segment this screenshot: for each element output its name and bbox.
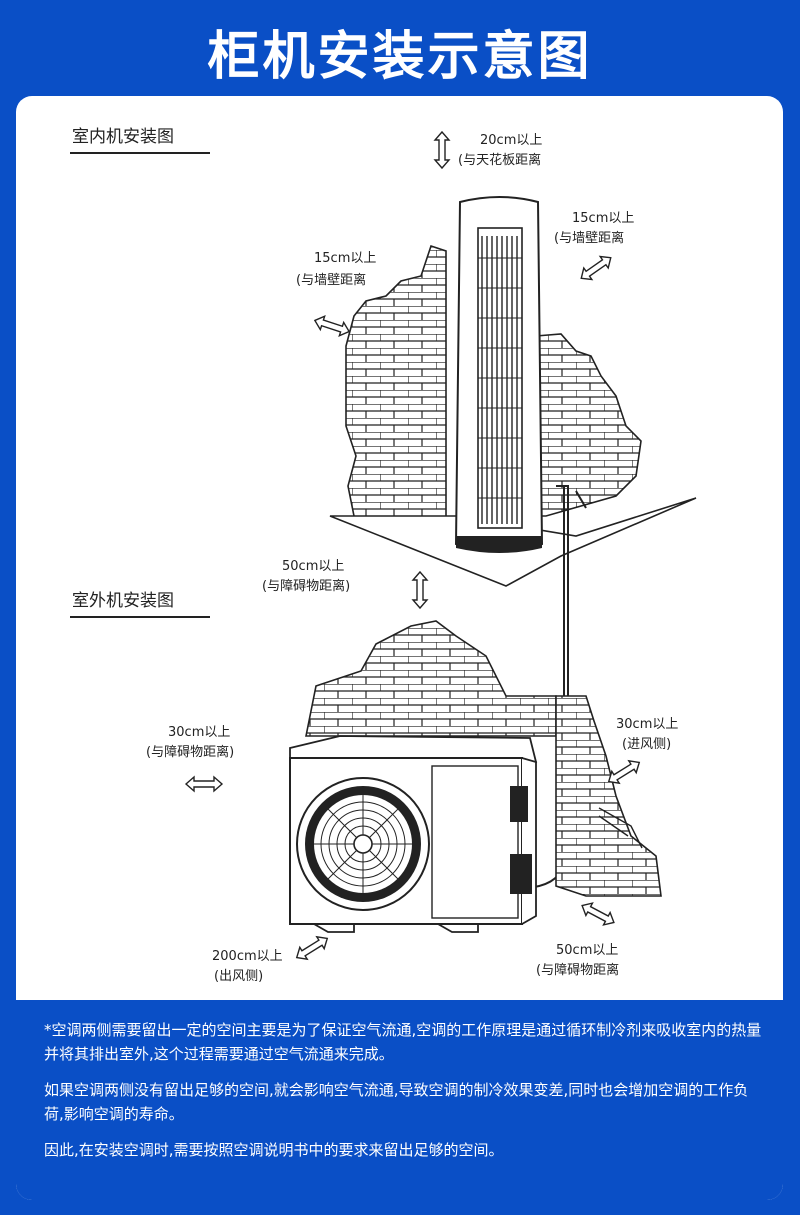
page-title: 柜机安装示意图 [207, 27, 593, 87]
outlet-arrow [292, 931, 332, 965]
ceiling-label: 20cm以上 (与天花板距离 [458, 133, 542, 168]
svg-text:200cm以上: 200cm以上 [212, 949, 283, 964]
svg-text:(出风侧): (出风侧) [214, 969, 263, 984]
indoor-left-wall [345, 244, 447, 537]
svg-text:(与障碍物距离): (与障碍物距离) [146, 744, 234, 760]
note-paragraph-2: 如果空调两侧没有留出足够的空间,就会影响空气流通,导致空调的制冷效果变差,同时也… [44, 1081, 749, 1123]
wall-right-label: 15cm以上 (与墙壁距离 [554, 211, 634, 246]
svg-text:50cm以上: 50cm以上 [282, 559, 344, 574]
wall-right-arrow [576, 251, 616, 285]
svg-text:(与墙壁距离: (与墙壁距离 [554, 230, 624, 246]
svg-text:15cm以上: 15cm以上 [314, 251, 376, 266]
drain-pipe [598, 807, 643, 849]
notes-panel: *空调两侧需要留出一定的空间主要是为了保证空气流通,空调的工作原理是通过循环制冷… [16, 1000, 783, 1200]
installation-diagram: 室内机安装图 室外机安装图 [70, 127, 697, 984]
obstacle-left-arrow [185, 776, 223, 792]
svg-text:(与障碍物距离): (与障碍物距离) [262, 578, 350, 594]
svg-text:30cm以上: 30cm以上 [616, 717, 678, 732]
note-paragraph-1: *空调两侧需要留出一定的空间主要是为了保证空气流通,空调的工作原理是通过循环制冷… [44, 1021, 762, 1063]
obstacle-bottom-label: 50cm以上 (与障碍物距离 [536, 943, 619, 978]
ceiling-arrow [434, 131, 450, 169]
svg-text:15cm以上: 15cm以上 [572, 211, 634, 226]
svg-text:(与墙壁距离: (与墙壁距离 [296, 272, 366, 288]
obstacle-top-arrow [412, 571, 428, 609]
indoor-right-wall [535, 333, 642, 517]
outdoor-right-wall [555, 695, 662, 897]
note-paragraph-3: 因此,在安装空调时,需要按照空调说明书中的要求来留出足够的空间。 [44, 1141, 504, 1159]
obstacle-top-label: 50cm以上 (与障碍物距离) [262, 559, 350, 594]
svg-text:50cm以上: 50cm以上 [556, 943, 618, 958]
obstacle-bottom-arrow [578, 898, 618, 930]
intake-side-label: 30cm以上 (进风侧) [616, 717, 678, 752]
svg-text:20cm以上: 20cm以上 [480, 133, 542, 148]
svg-text:(进风侧): (进风侧) [622, 737, 671, 752]
indoor-tower-unit [454, 196, 544, 553]
svg-text:(与障碍物距离: (与障碍物距离 [536, 962, 619, 978]
indoor-heading: 室内机安装图 [72, 127, 174, 147]
outlet-side-label: 200cm以上 (出风侧) [212, 949, 283, 984]
svg-text:(与天花板距离: (与天花板距离 [458, 152, 541, 168]
wall-left-label: 15cm以上 (与墙壁距离 [296, 251, 376, 288]
outdoor-heading: 室外机安装图 [72, 591, 174, 611]
outdoor-back-wall [305, 620, 557, 737]
diagram-card: 室内机安装图 室外机安装图 [16, 96, 783, 1200]
wall-left-arrow [312, 313, 352, 339]
obstacle-left-label: 30cm以上 (与障碍物距离) [146, 725, 234, 760]
svg-text:30cm以上: 30cm以上 [168, 725, 230, 740]
outdoor-unit [289, 735, 538, 933]
